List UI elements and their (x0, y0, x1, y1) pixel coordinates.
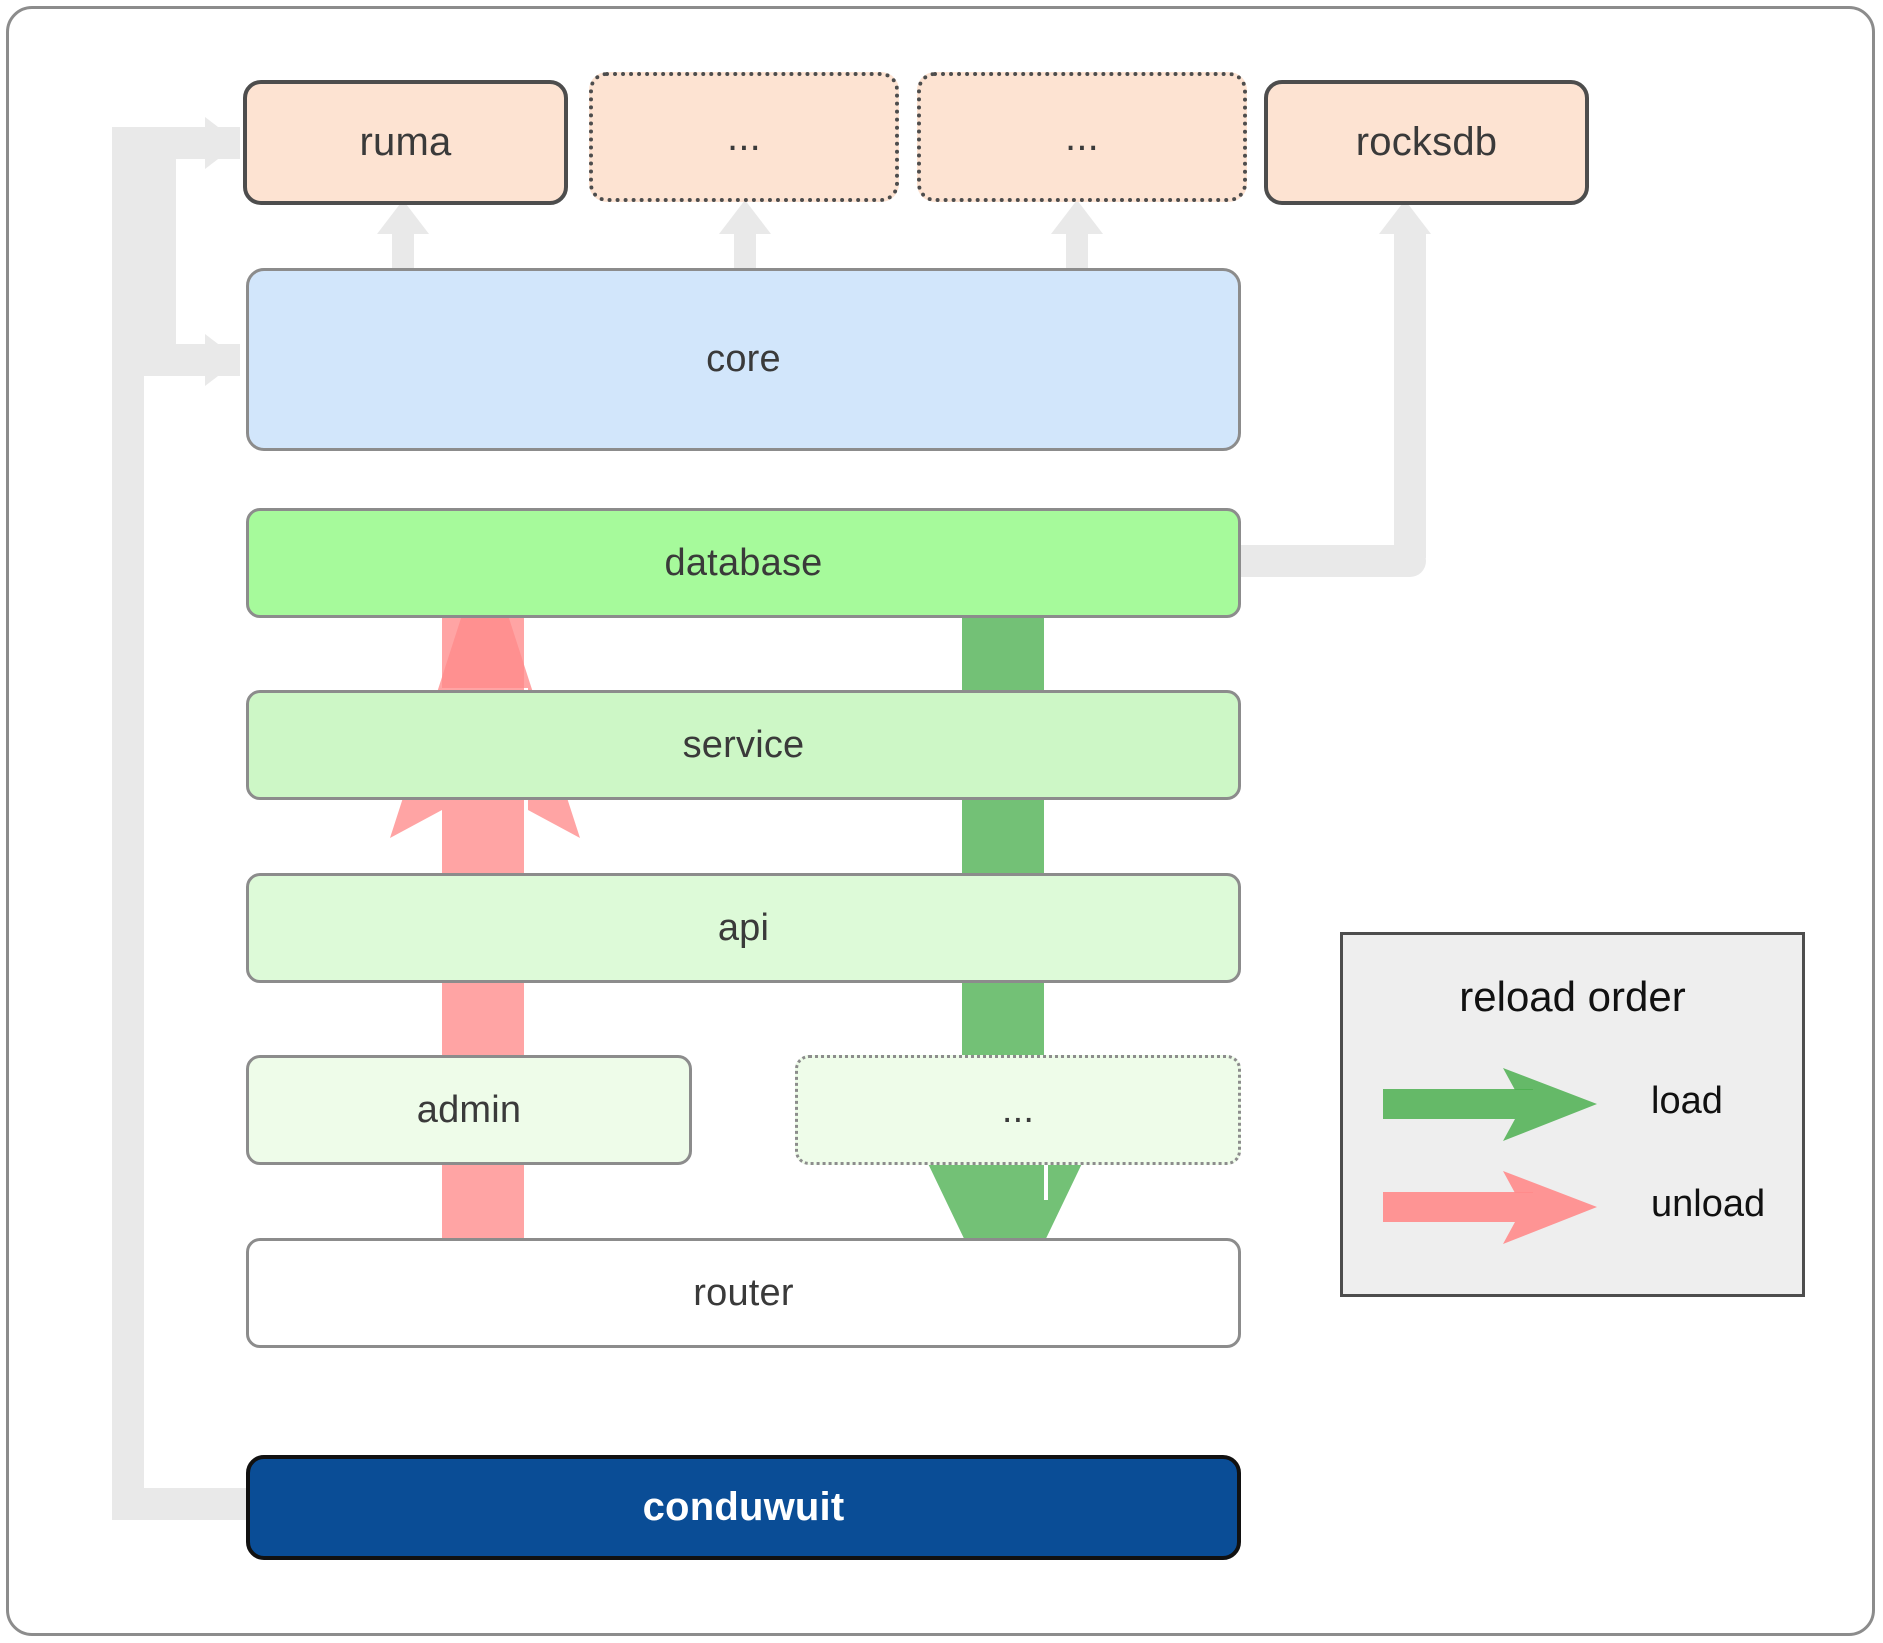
connector-arrow-rocksdb-icon (1379, 200, 1431, 234)
legend-load-arrow-icon (1383, 1068, 1597, 1141)
node-dep3-label: ... (1065, 114, 1099, 159)
node-database[interactable]: database (246, 508, 1241, 618)
connector-arrow-ruma-icon (205, 117, 239, 169)
node-api-label: api (717, 906, 770, 949)
legend-item-load (1383, 1063, 1603, 1148)
legend-item-unload (1383, 1166, 1603, 1251)
legend-item-unload-label: unload (1651, 1183, 1766, 1225)
node-database-label: database (664, 541, 823, 584)
node-ruma[interactable]: ruma (243, 80, 568, 205)
legend-panel: reload order load unload (1340, 932, 1805, 1297)
node-conduwuit-label: conduwuit (642, 1485, 845, 1529)
connector-arrow-core-dep2-icon (719, 200, 771, 234)
connector-branch-core-vert (144, 145, 176, 360)
legend-title: reload order (1459, 973, 1686, 1020)
node-dep2[interactable]: ... (589, 72, 899, 202)
node-admin[interactable]: admin (246, 1055, 692, 1165)
connector-arrow-core-dep3-icon (1051, 200, 1103, 234)
node-conduwuit[interactable]: conduwuit (246, 1455, 1241, 1560)
node-more-label: ... (1001, 1088, 1035, 1131)
node-ruma-label: ruma (359, 120, 452, 164)
connector-arrow-core-icon (205, 334, 239, 386)
legend-unload-arrow-icon (1383, 1171, 1597, 1244)
node-rocksdb[interactable]: rocksdb (1264, 80, 1589, 205)
node-router-label: router (693, 1271, 794, 1314)
node-core[interactable]: core (246, 268, 1241, 451)
legend-item-load-label: load (1651, 1080, 1723, 1122)
connector-core-to-dep3 (1066, 228, 1088, 273)
connector-arrow-core-ruma-icon (377, 200, 429, 234)
node-core-label: core (706, 338, 781, 380)
node-service-label: service (682, 723, 805, 766)
node-dep3[interactable]: ... (917, 72, 1247, 202)
node-rocksdb-label: rocksdb (1355, 120, 1498, 164)
node-dep2-label: ... (727, 114, 761, 159)
connector-database-to-rocksdb-vert (1394, 228, 1426, 558)
node-api[interactable]: api (246, 873, 1241, 983)
connector-trunk-vertical (112, 127, 144, 1520)
node-more[interactable]: ... (795, 1055, 1241, 1165)
connector-trunk-to-conduwuit (112, 1488, 246, 1520)
connector-core-to-ruma (392, 228, 414, 273)
node-admin-label: admin (416, 1088, 522, 1131)
connector-core-to-dep2 (734, 228, 756, 273)
node-router[interactable]: router (246, 1238, 1241, 1348)
node-service[interactable]: service (246, 690, 1241, 800)
